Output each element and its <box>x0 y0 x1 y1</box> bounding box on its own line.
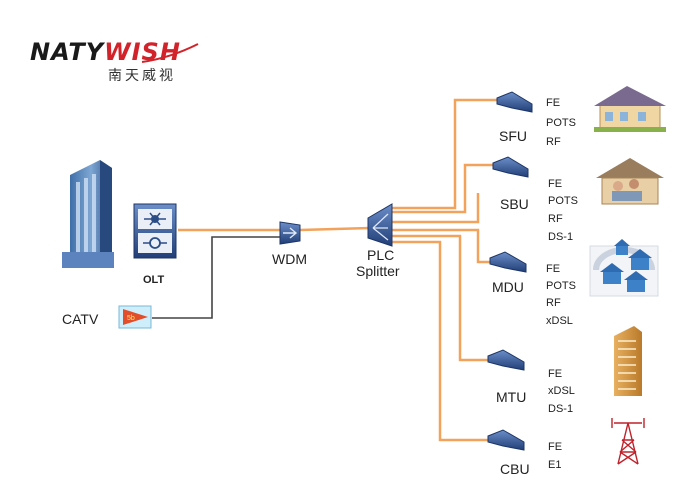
svg-text:NATYWISH: NATYWISH <box>30 38 181 66</box>
cbu-label: CBU <box>500 461 530 477</box>
sbu-service: POTS <box>548 195 578 207</box>
family-house-icon <box>596 158 664 205</box>
central-office-building-icon <box>62 160 114 268</box>
sfu-service: FE <box>546 97 560 109</box>
multi-house-icon <box>589 239 659 297</box>
wdm-device-icon <box>279 221 301 245</box>
sfu-service: RF <box>546 136 561 148</box>
mtu-label: MTU <box>496 389 526 405</box>
mdu-service: POTS <box>546 280 576 292</box>
logo-swoosh <box>141 43 199 63</box>
onu-device-icon <box>492 156 529 178</box>
brand-logo: NATYWISH 南天威视 <box>30 38 199 84</box>
sfu-label: SFU <box>499 128 527 144</box>
wdm-label: WDM <box>272 251 307 267</box>
mtu-service: FE <box>548 368 562 380</box>
sfu-service: POTS <box>546 117 576 129</box>
endpoint-mtu: MTU FE xDSL DS-1 <box>487 326 642 415</box>
splitter-label-line1: PLC <box>367 247 394 263</box>
sbu-service: RF <box>548 213 563 225</box>
fiber-wdm-splitter <box>299 226 371 232</box>
brand-name-part1: NATY <box>30 38 106 66</box>
catv-amplifier-icon: 5b <box>118 305 152 329</box>
plc-splitter-icon <box>367 203 393 247</box>
catv-amp-text: 5b <box>127 315 135 322</box>
cbu-service: FE <box>548 441 562 453</box>
mtu-service: xDSL <box>548 385 575 397</box>
catv-cable <box>152 236 282 319</box>
tower-building-icon <box>614 326 642 396</box>
mdu-service: RF <box>546 297 561 309</box>
olt-device-icon <box>133 203 177 259</box>
onu-device-icon <box>496 91 533 113</box>
sbu-service: DS-1 <box>548 231 573 243</box>
onu-device-icon <box>487 429 525 451</box>
endpoint-sfu: SFU FE POTS RF <box>496 86 666 148</box>
endpoint-sbu: SBU FE POTS RF DS-1 <box>492 156 664 243</box>
endpoint-mdu: MDU FE POTS RF xDSL <box>489 239 659 327</box>
brand-subtitle: 南天威视 <box>108 68 176 84</box>
house-icon <box>594 86 666 132</box>
onu-device-icon <box>489 251 527 273</box>
cell-tower-icon <box>611 418 645 465</box>
mdu-service: xDSL <box>546 315 573 327</box>
mtu-service: DS-1 <box>548 403 573 415</box>
fiber-splitter-branches <box>392 98 497 442</box>
mdu-service: FE <box>546 263 560 275</box>
sbu-service: FE <box>548 178 562 190</box>
mdu-label: MDU <box>492 279 524 295</box>
olt-label: OLT <box>143 274 164 286</box>
endpoint-cbu: CBU FE E1 <box>487 418 645 477</box>
splitter-label-line2: Splitter <box>356 263 400 279</box>
onu-device-icon <box>487 349 525 371</box>
cbu-service: E1 <box>548 459 561 471</box>
sbu-label: SBU <box>500 196 529 212</box>
fiber-links <box>178 98 497 442</box>
catv-label: CATV <box>62 311 99 327</box>
